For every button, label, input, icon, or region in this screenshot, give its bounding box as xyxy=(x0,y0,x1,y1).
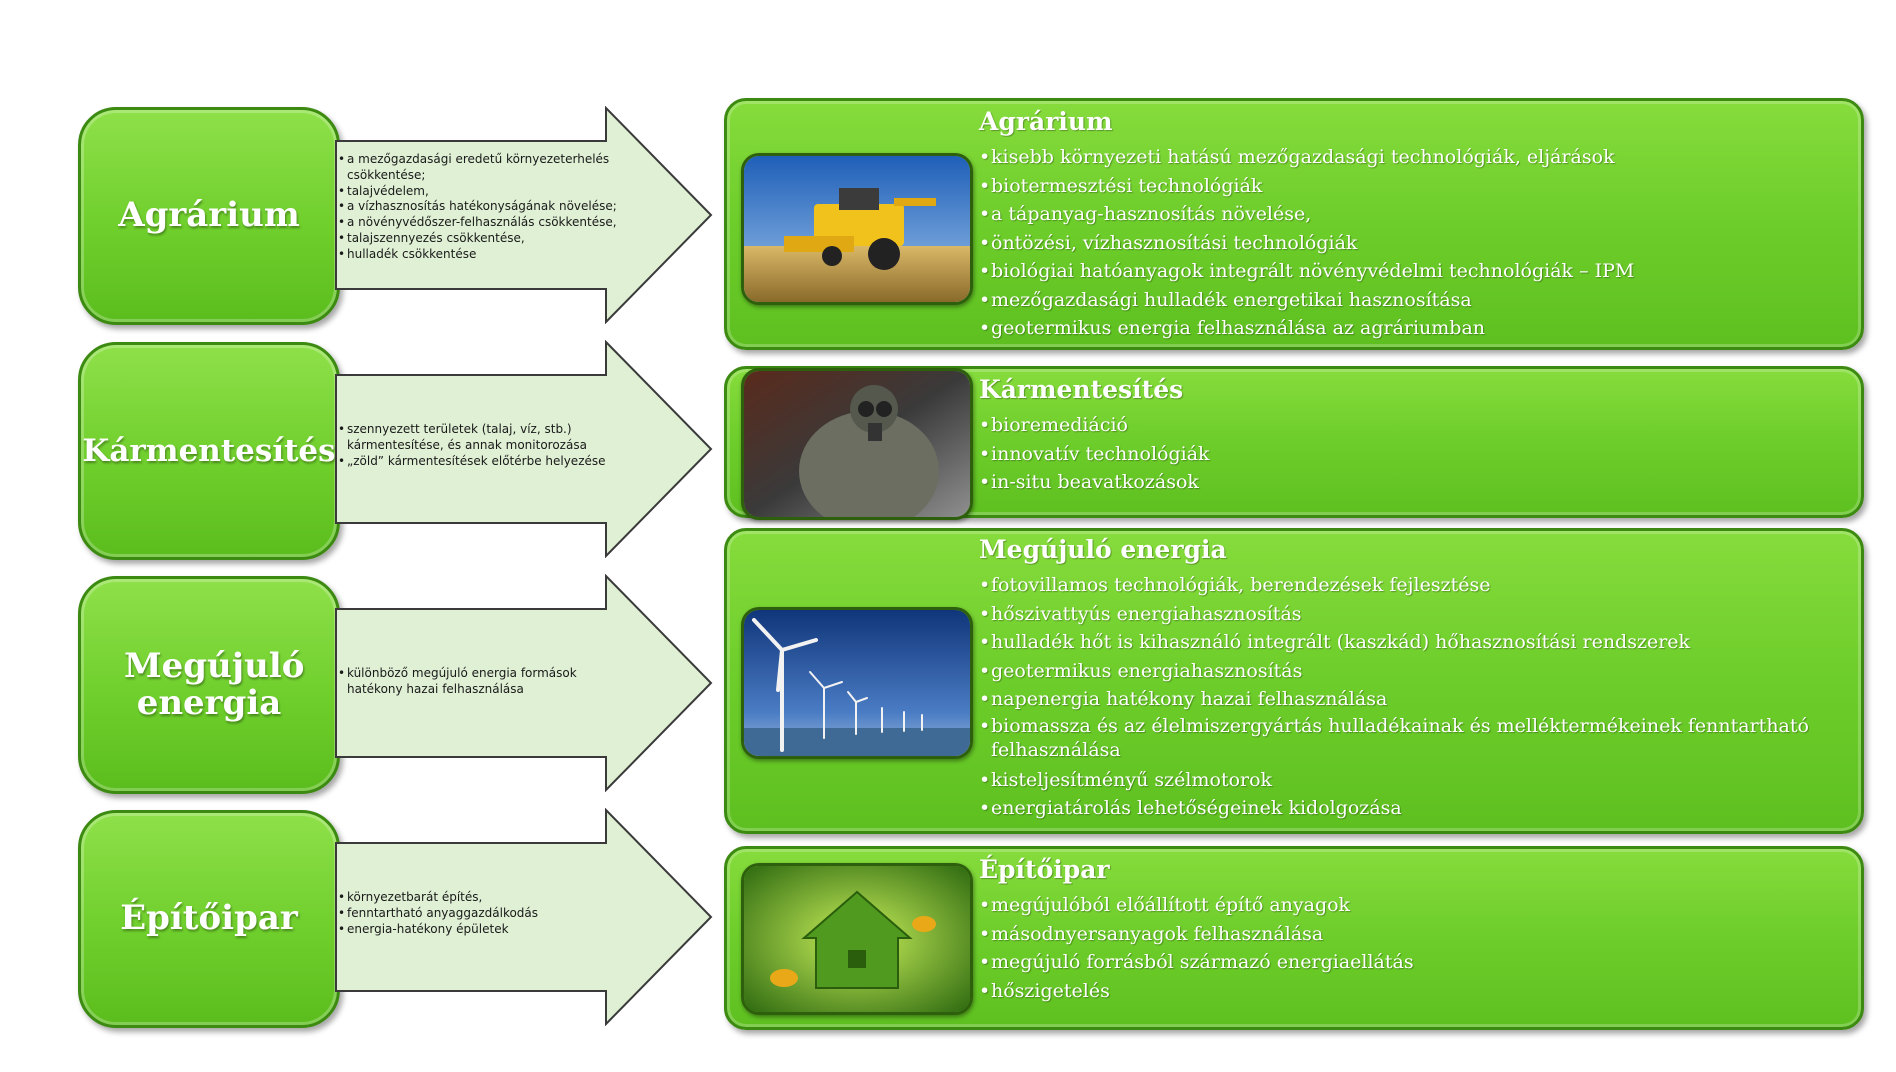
category-label: Építőipar xyxy=(120,898,298,939)
panel-item: energiatárolás lehetőségeinek kidolgozás… xyxy=(979,794,1831,823)
category-label: Kármentesítés xyxy=(82,432,336,469)
panel-item: megújuló forrásból származó energiaellát… xyxy=(979,948,1831,977)
panel-title: Megújuló energia xyxy=(979,535,1227,564)
panel-item: biomassza és az élelmiszergyártás hullad… xyxy=(979,714,1831,766)
arrow-item: talajszennyezés csökkentése, xyxy=(338,231,638,247)
category-box-epitoipar: Építőipar xyxy=(78,810,340,1028)
panel-item: hőszivattyús energiahasznosítás xyxy=(979,600,1831,629)
panel-item: a tápanyag-hasznosítás növelése, xyxy=(979,200,1831,229)
panel-list: kisebb környezeti hatású mezőgazdasági t… xyxy=(979,143,1831,343)
panel-karmentesites: Kármentesítés bioremediáció innovatív te… xyxy=(724,366,1864,520)
arrow-item: a vízhasznosítás hatékonyságának növelés… xyxy=(338,199,638,215)
panel-megujulo-energia: Megújuló energia fotovillamos technológi… xyxy=(724,528,1864,834)
wind-turbines-photo xyxy=(741,607,973,759)
panel-title: Agrárium xyxy=(979,107,1113,136)
arrow-item: talajvédelem, xyxy=(338,184,638,200)
panel-item: másodnyersanyagok felhasználása xyxy=(979,920,1831,949)
arrow-item: különböző megújuló energia formások haté… xyxy=(338,666,608,698)
panel-item: geotermikus energiahasznosítás xyxy=(979,657,1831,686)
panel-item: hulladék hőt is kihasználó integrált (ka… xyxy=(979,628,1831,657)
panel-item: biológiai hatóanyagok integrált növényvé… xyxy=(979,257,1831,286)
arrow-megujulo-energia: különböző megújuló energia formások haté… xyxy=(334,574,714,792)
arrow-item: a növényvédőszer-felhasználás csökkentés… xyxy=(338,215,638,231)
panel-item: kisteljesítményű szélmotorok xyxy=(979,766,1831,795)
panel-list: fotovillamos technológiák, berendezések … xyxy=(979,571,1831,823)
arrow-epitoipar: környezetbarát építés, fenntartható anya… xyxy=(334,808,714,1026)
panel-item: innovatív technológiák xyxy=(979,440,1831,469)
category-box-megujulo-energia: Megújuló energia xyxy=(78,576,340,794)
arrow-item: „zöld” kármentesítések előtérbe helyezés… xyxy=(338,454,638,470)
arrow-item: fenntartható anyaggazdálkodás xyxy=(338,906,638,922)
panel-item: fotovillamos technológiák, berendezések … xyxy=(979,571,1831,600)
arrow-item: a mezőgazdasági eredetű környezeterhelés… xyxy=(338,152,638,184)
arrow-item: környezetbarát építés, xyxy=(338,890,638,906)
hazmat-worker-photo xyxy=(741,368,973,520)
panel-list: bioremediáció innovatív technológiák in-… xyxy=(979,411,1831,497)
panel-list: megújulóból előállított építő anyagok má… xyxy=(979,891,1831,1005)
category-box-agrarium: Agrárium xyxy=(78,107,340,325)
green-grass-house-photo xyxy=(741,863,973,1015)
arrow-item: szennyezett területek (talaj, víz, stb.)… xyxy=(338,422,638,454)
panel-item: hőszigetelés xyxy=(979,977,1831,1006)
panel-item: öntözési, vízhasznosítási technológiák xyxy=(979,229,1831,258)
panel-item: mezőgazdasági hulladék energetikai haszn… xyxy=(979,286,1831,315)
arrow-agrarium: a mezőgazdasági eredetű környezeterhelés… xyxy=(334,106,714,324)
panel-title: Kármentesítés xyxy=(979,375,1184,404)
panel-epitoipar: Építőipar megújulóból előállított építő … xyxy=(724,846,1864,1030)
category-label: Megújuló energia xyxy=(124,645,305,723)
panel-item: napenergia hatékony hazai felhasználása xyxy=(979,685,1831,714)
arrow-item: hulladék csökkentése xyxy=(338,247,638,263)
panel-agrarium: Agrárium kisebb környezeti hatású mezőga… xyxy=(724,98,1864,350)
panel-item: geotermikus energia felhasználása az agr… xyxy=(979,314,1831,343)
category-box-karmentesites: Kármentesítés xyxy=(78,342,340,560)
panel-item: bioremediáció xyxy=(979,411,1831,440)
arrow-text: a mezőgazdasági eredetű környezeterhelés… xyxy=(338,152,638,263)
category-label: Agrárium xyxy=(118,195,300,236)
arrow-text: környezetbarát építés, fenntartható anya… xyxy=(338,890,638,937)
arrow-text: különböző megújuló energia formások haté… xyxy=(338,666,608,698)
arrow-item: energia-hatékony épületek xyxy=(338,922,638,938)
panel-title: Építőipar xyxy=(979,855,1110,884)
panel-item: megújulóból előállított építő anyagok xyxy=(979,891,1831,920)
panel-item: biotermesztési technológiák xyxy=(979,172,1831,201)
arrow-text: szennyezett területek (talaj, víz, stb.)… xyxy=(338,422,638,469)
panel-item: kisebb környezeti hatású mezőgazdasági t… xyxy=(979,143,1831,172)
panel-item: in-situ beavatkozások xyxy=(979,468,1831,497)
combine-harvester-photo xyxy=(741,153,973,305)
arrow-karmentesites: szennyezett területek (talaj, víz, stb.)… xyxy=(334,340,714,558)
